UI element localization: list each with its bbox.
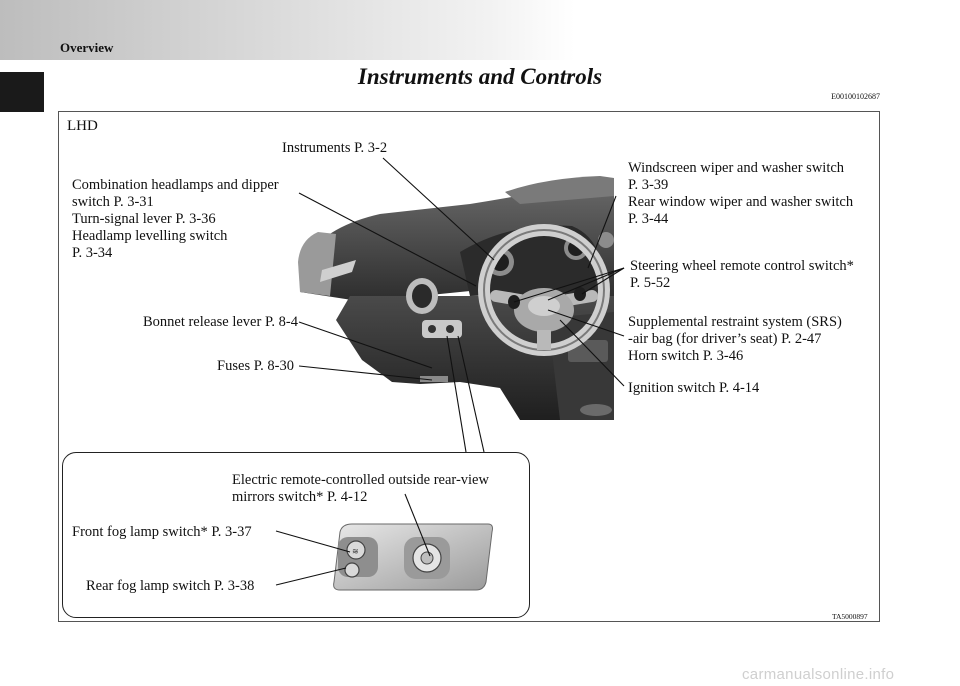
top-vent-pod bbox=[505, 176, 614, 204]
center-console bbox=[548, 312, 614, 420]
lower-switch-panel bbox=[422, 320, 462, 338]
instrument-cluster-hood bbox=[460, 225, 600, 296]
rear-fog-switch-knob bbox=[344, 562, 360, 578]
section-label: Overview bbox=[60, 40, 114, 55]
front-fog-switch-knob bbox=[346, 540, 366, 560]
callout-wiper: Windscreen wiper and washer switch P. 3-… bbox=[628, 160, 854, 227]
header-gradient-bar bbox=[0, 0, 575, 60]
figure-code: TA5000897 bbox=[832, 612, 868, 621]
callout-srs: Supplemental restraint system (SRS) -air… bbox=[628, 314, 842, 364]
page-title: Instruments and Controls bbox=[357, 64, 603, 89]
callout-mirrors-switch: Electric remote-controlled outside rear-… bbox=[232, 472, 489, 505]
watermark: carmanualsonline.info bbox=[742, 666, 895, 683]
callout-bonnet: Bonnet release lever P. 8-4 bbox=[142, 314, 298, 330]
document-code: E00100102687 bbox=[831, 92, 880, 101]
callout-headlamps: Combination headlamps and dipper switch … bbox=[72, 177, 279, 261]
callout-front-fog: Front fog lamp switch* P. 3-37 bbox=[72, 524, 252, 540]
dashboard-left-end bbox=[298, 232, 336, 296]
callout-rear-fog: Rear fog lamp switch P. 3-38 bbox=[86, 578, 255, 594]
svg-text:≋: ≋ bbox=[352, 547, 359, 556]
callout-steering-remote: Steering wheel remote control switch* P.… bbox=[630, 258, 854, 291]
variant-label: LHD bbox=[67, 118, 98, 134]
chapter-tab bbox=[0, 72, 44, 112]
callout-ignition: Ignition switch P. 4-14 bbox=[628, 380, 760, 396]
callout-fuses: Fuses P. 8-30 bbox=[217, 358, 294, 374]
callout-instruments: Instruments P. 3-2 bbox=[282, 140, 388, 156]
figure-frame bbox=[58, 111, 880, 622]
